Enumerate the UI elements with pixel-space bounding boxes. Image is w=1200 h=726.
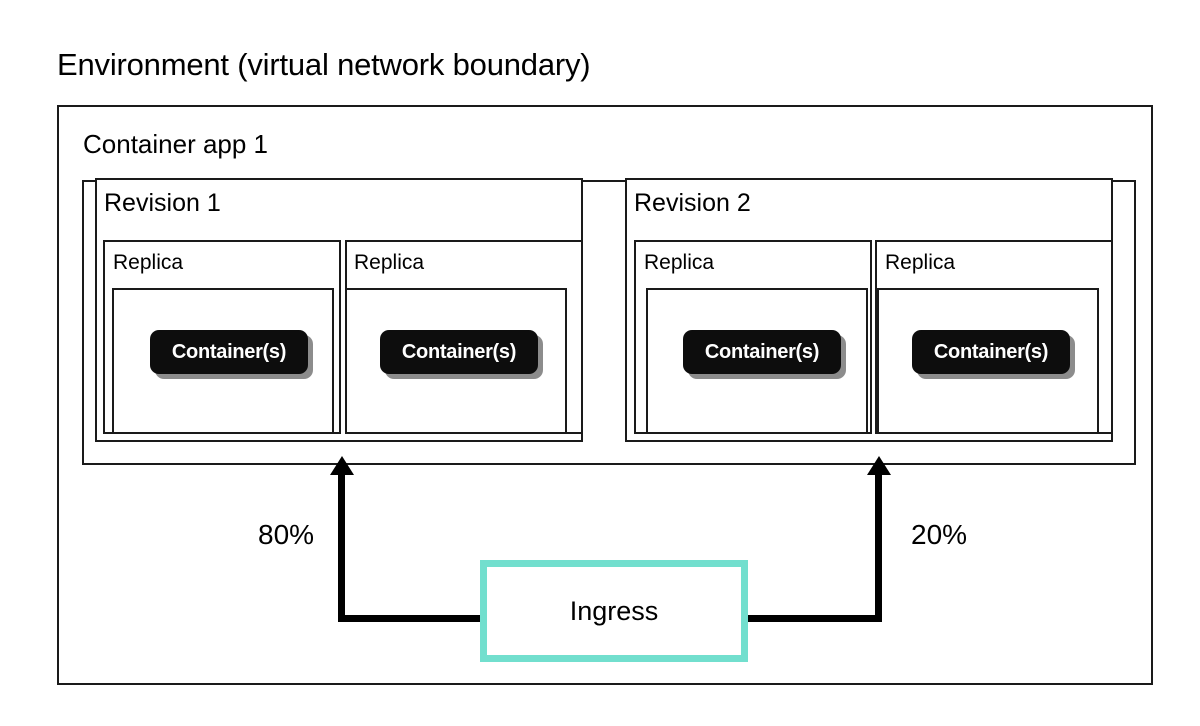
- container-app-label: Container app 1: [83, 129, 269, 159]
- ingress-label: Ingress: [569, 596, 659, 626]
- arrow-up-icon-revision1: [330, 456, 354, 475]
- traffic-split-label-revision1: 80%: [258, 519, 315, 550]
- arrow-up-icon-revision2: [867, 456, 891, 475]
- environment-title: Environment (virtual network boundary): [57, 47, 591, 82]
- container-pill-label-1-1: Container(s): [171, 340, 287, 363]
- container-pill-2-2: Container(s): [912, 330, 1070, 374]
- ingress-to-revision1-vertical-connector: [338, 470, 345, 622]
- revision-label-1: Revision 1: [104, 189, 221, 217]
- ingress-to-revision2-horizontal-connector: [740, 615, 882, 622]
- container-pill-2-1: Container(s): [683, 330, 841, 374]
- ingress-to-revision2-vertical-connector: [875, 470, 882, 622]
- traffic-split-label-revision2: 20%: [911, 519, 968, 550]
- container-pill-1-1: Container(s): [150, 330, 308, 374]
- replica-label-1-2: Replica: [354, 251, 425, 274]
- ingress-box: Ingress: [480, 560, 748, 662]
- revision-label-2: Revision 2: [634, 189, 751, 217]
- container-pill-1-2: Container(s): [380, 330, 538, 374]
- replica-label-2-1: Replica: [644, 251, 715, 274]
- container-pill-label-1-2: Container(s): [401, 340, 517, 363]
- container-pill-label-2-1: Container(s): [704, 340, 820, 363]
- ingress-to-revision1-horizontal-connector: [338, 615, 488, 622]
- replica-label-2-2: Replica: [885, 251, 956, 274]
- replica-label-1-1: Replica: [113, 251, 184, 274]
- container-pill-label-2-2: Container(s): [933, 340, 1049, 363]
